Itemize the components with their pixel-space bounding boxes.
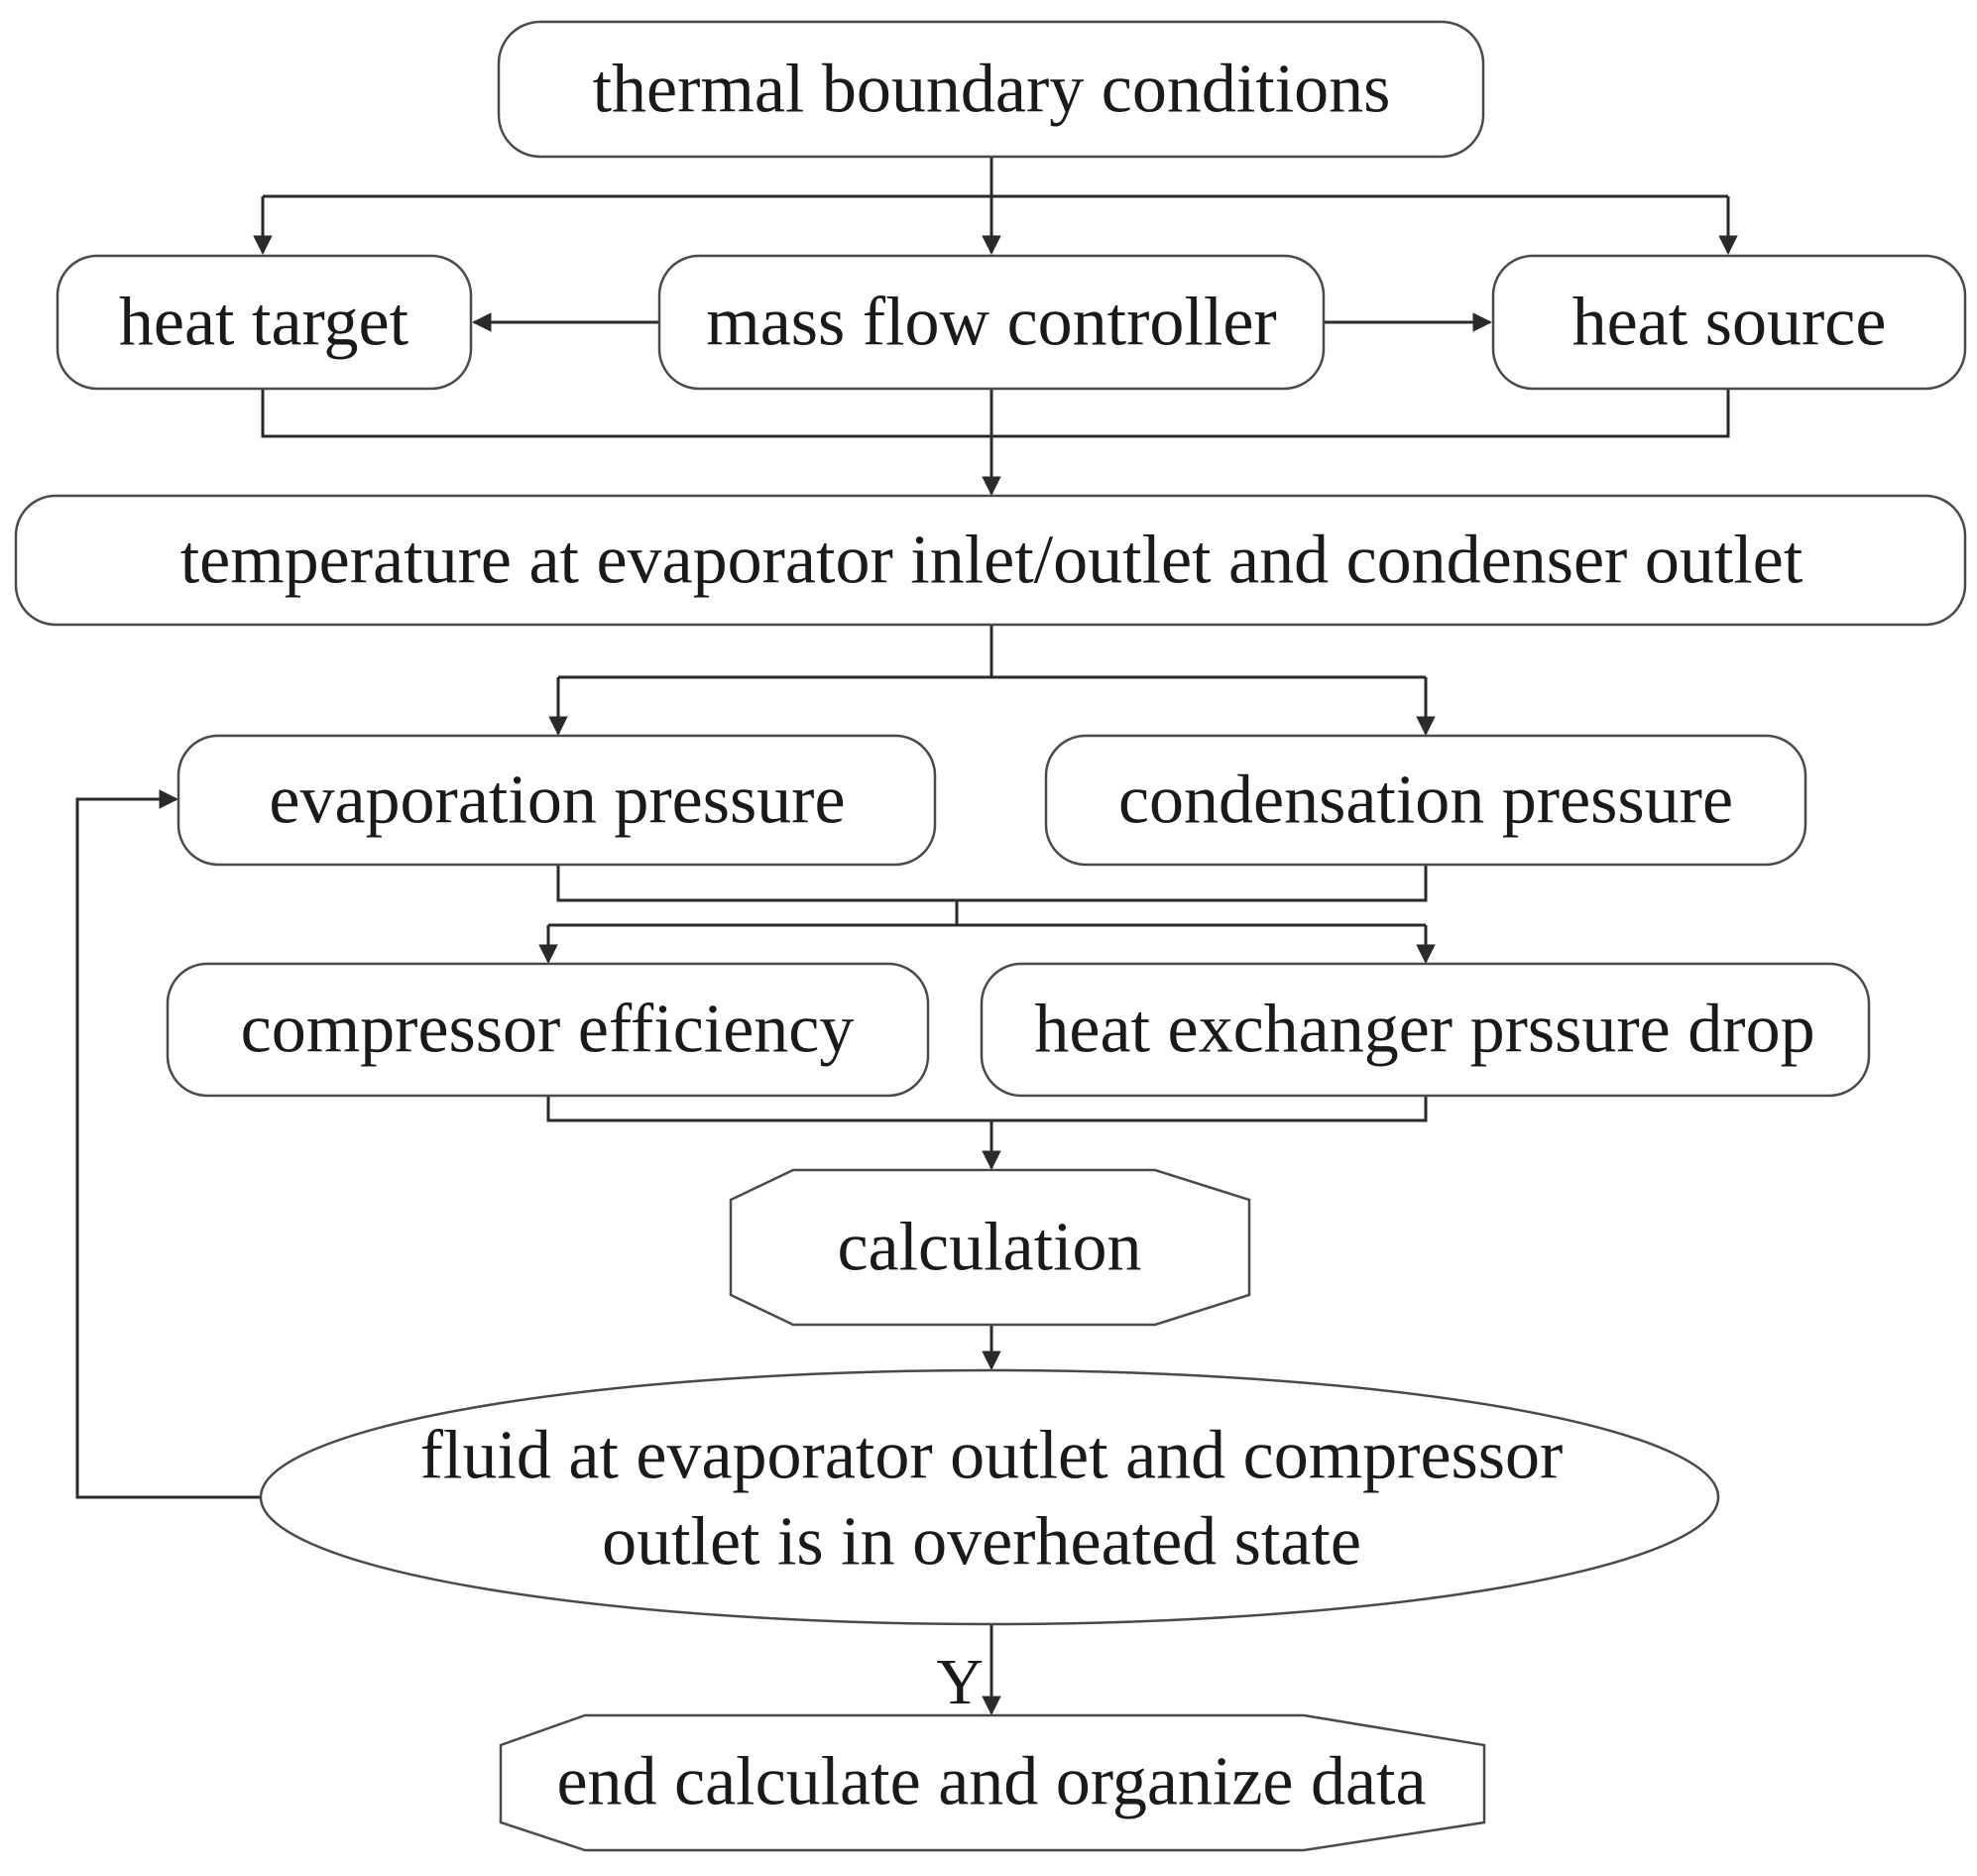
node-evaporation-pressure: evaporation pressure (176, 734, 937, 867)
node-heat-source-label: heat source (1572, 285, 1887, 361)
node-heat-exchanger-drop-label: heat exchanger prssure drop (1034, 992, 1814, 1068)
node-thermal-boundary-label: thermal boundary conditions (593, 52, 1391, 128)
node-compressor-efficiency: compressor efficiency (166, 962, 930, 1098)
edge-merge-to-temperature (261, 390, 1730, 438)
edges: Y (75, 157, 1738, 1718)
node-evaporation-pressure-label: evaporation pressure (269, 762, 845, 839)
node-condensation-pressure: condensation pressure (1044, 734, 1807, 867)
edge-decision-loopback (75, 789, 261, 1499)
node-heat-source: heat source (1491, 254, 1967, 391)
node-heat-target: heat target (56, 254, 473, 391)
edge-label-yes: Y (936, 1646, 984, 1718)
node-calculation-label: calculation (837, 1210, 1141, 1286)
edge-factors-merge (546, 1096, 1428, 1122)
node-decision: fluid at evaporator outlet and compresso… (259, 1368, 1720, 1626)
edge-pressures-merge (556, 865, 1428, 902)
node-compressor-efficiency-label: compressor efficiency (241, 992, 855, 1068)
node-end: end calculate and organize data (499, 1713, 1486, 1852)
node-thermal-boundary: thermal boundary conditions (497, 20, 1485, 159)
node-mass-flow-controller: mass flow controller (657, 254, 1326, 391)
node-decision-label-line1: fluid at evaporator outlet and compresso… (420, 1418, 1564, 1494)
node-mass-flow-controller-label: mass flow controller (706, 285, 1276, 361)
node-decision-label-line2: outlet is in overheated state (602, 1504, 1361, 1581)
node-end-label: end calculate and organize data (556, 1744, 1426, 1820)
node-heat-target-label: heat target (119, 285, 409, 361)
node-heat-exchanger-drop: heat exchanger prssure drop (980, 962, 1871, 1098)
node-temperature: temperature at evaporator inlet/outlet a… (14, 494, 1967, 627)
node-condensation-pressure-label: condensation pressure (1118, 762, 1733, 839)
node-calculation: calculation (729, 1168, 1251, 1327)
node-temperature-label: temperature at evaporator inlet/outlet a… (180, 523, 1803, 599)
